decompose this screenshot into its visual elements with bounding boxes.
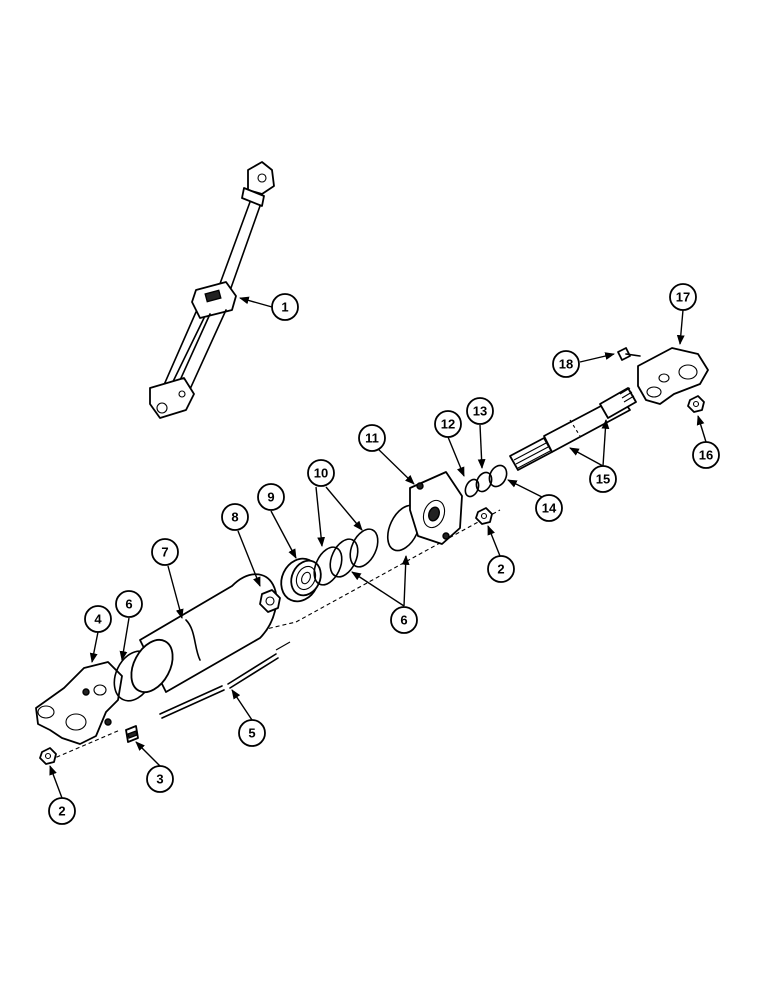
- piston-rod: [509, 387, 637, 471]
- svg-text:8: 8: [231, 510, 238, 525]
- cylinder-barrel: [130, 573, 278, 694]
- callout-2-lower: 2: [48, 797, 76, 825]
- callout-14: 14: [535, 494, 563, 522]
- svg-text:17: 17: [676, 290, 690, 305]
- callout-3: 3: [146, 765, 174, 793]
- callout-9: 9: [257, 483, 285, 511]
- svg-text:6: 6: [125, 597, 132, 612]
- cylinder-head: [409, 471, 463, 545]
- svg-text:18: 18: [559, 357, 573, 372]
- piston: [280, 557, 322, 603]
- svg-text:14: 14: [542, 501, 557, 516]
- callout-7: 7: [151, 538, 179, 566]
- wiper-seal: [475, 471, 493, 493]
- rod-clevis: [637, 347, 709, 405]
- callout-5: 5: [238, 719, 266, 747]
- callout-15: 15: [589, 465, 617, 493]
- svg-text:6: 6: [400, 613, 407, 628]
- nut-lower: [39, 747, 57, 765]
- callout-12: 12: [434, 410, 462, 438]
- grease-fitting: [125, 725, 139, 743]
- svg-text:16: 16: [699, 448, 713, 463]
- svg-text:9: 9: [267, 490, 274, 505]
- svg-text:1: 1: [281, 300, 288, 315]
- callout-16: 16: [692, 441, 720, 469]
- svg-text:11: 11: [365, 431, 379, 446]
- leader-lines: [49, 296, 707, 799]
- callout-8: 8: [221, 503, 249, 531]
- svg-text:10: 10: [314, 466, 328, 481]
- piston-nut: [259, 589, 281, 613]
- assembly-axis-line-2: [261, 509, 501, 631]
- svg-text:2: 2: [58, 804, 65, 819]
- rod-seal: [464, 478, 480, 498]
- svg-text:7: 7: [161, 545, 168, 560]
- svg-text:12: 12: [441, 417, 455, 432]
- piston-seals: [313, 528, 379, 586]
- callout-1: 1: [271, 293, 299, 321]
- svg-text:13: 13: [473, 404, 487, 419]
- clamp-nut: [687, 395, 705, 413]
- svg-text:15: 15: [596, 472, 610, 487]
- callout-2-upper: 2: [487, 555, 515, 583]
- assembly-axis-line: [49, 729, 121, 761]
- clamp-bolt: [617, 347, 641, 361]
- assembled-cylinder: [149, 161, 275, 419]
- nut-upper: [475, 507, 493, 525]
- base-clevis: [35, 661, 123, 745]
- callout-17: 17: [669, 283, 697, 311]
- svg-text:4: 4: [94, 612, 102, 627]
- callout-13: 13: [466, 397, 494, 425]
- callout-6-piston: 6: [390, 606, 418, 634]
- callout-6-base: 6: [115, 590, 143, 618]
- callout-11: 11: [358, 424, 386, 452]
- callout-18: 18: [552, 350, 580, 378]
- svg-text:5: 5: [248, 726, 255, 741]
- tie-rods: [159, 641, 291, 719]
- svg-text:2: 2: [497, 562, 504, 577]
- callout-4: 4: [84, 605, 112, 633]
- svg-text:3: 3: [156, 772, 163, 787]
- callout-10: 10: [307, 459, 335, 487]
- backup-ring: [488, 464, 508, 488]
